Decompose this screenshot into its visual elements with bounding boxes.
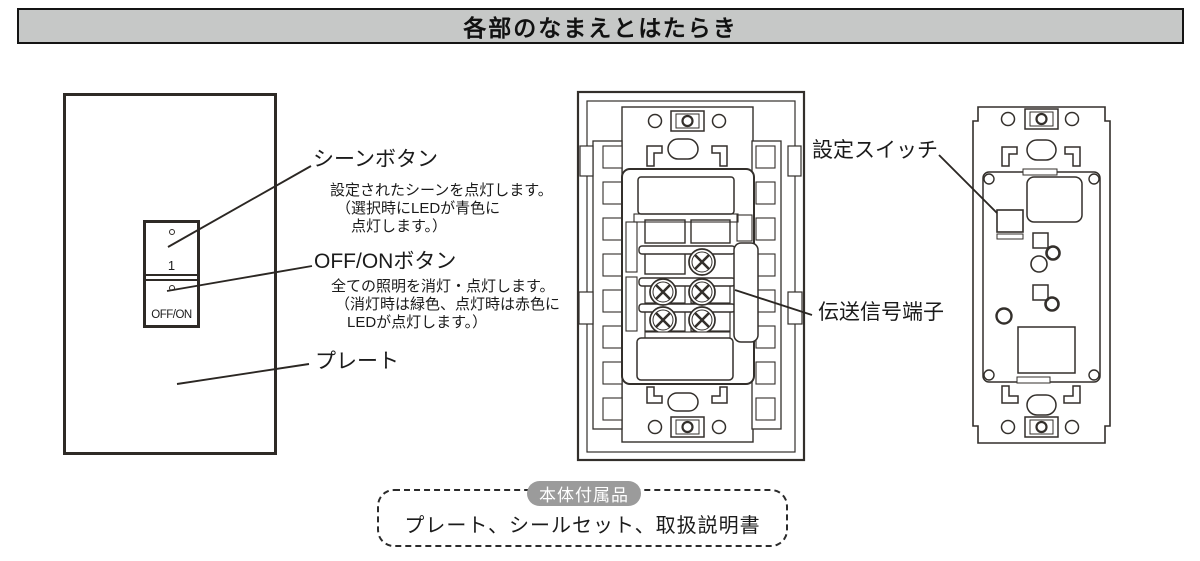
switch-panel-drawing: 1 OFF/ON (143, 220, 200, 328)
leader-lines (166, 154, 998, 385)
side-rail-left (592, 140, 623, 430)
terminal-screw-icon (688, 306, 716, 334)
desc-line: 設定されたシーンを点灯します。 (330, 182, 553, 199)
terminal-block (625, 214, 759, 343)
setting-switch-leader-line (938, 154, 998, 214)
signal-terminal-leader-line (734, 289, 813, 316)
accessories-badge: 本体付属品 (527, 481, 641, 506)
desc-line: （選択時にLEDが青色に (336, 200, 501, 217)
mounting-clips (578, 145, 803, 325)
unit-back-drawing (972, 106, 1111, 444)
offon-button-label: OFF/ON (151, 309, 192, 321)
terminal-screw-icon (649, 306, 677, 334)
desc-line: （消灯時は緑色、点灯時は赤色に (335, 296, 561, 313)
mounting-holes-bottom (647, 416, 727, 438)
scene-led-icon (168, 229, 175, 235)
section-header-bar: 各部のなまえとはたらき (17, 8, 1184, 44)
scene-button: 1 (146, 223, 197, 276)
accessories-list: プレート、シールセット、取扱説明書 (404, 515, 761, 537)
offon-button-desc: 全ての照明を消灯・点灯します。 （消灯時は緑色、点灯時は赤色に LEDが点灯しま… (331, 278, 560, 332)
side-rail-right (751, 140, 782, 430)
unit-front-drawing (576, 90, 806, 462)
mounting-holes-top (1000, 108, 1080, 130)
offon-button: OFF/ON (146, 279, 197, 325)
desc-line: 全ての照明を消灯・点灯します。 (331, 278, 555, 295)
terminal-screw-icon (688, 278, 716, 306)
terminal-screw-icon (688, 248, 716, 276)
scene-button-title: シーンボタン (313, 148, 438, 171)
terminal-screw-icons (649, 248, 716, 334)
signal-terminal-title: 伝送信号端子 (818, 301, 944, 324)
offon-button-title: OFF/ONボタン (314, 250, 457, 273)
mounting-holes-bottom (1000, 416, 1080, 438)
desc-line: 点灯します。） (351, 218, 448, 235)
mounting-holes-top (647, 110, 727, 132)
setting-switch (996, 209, 1024, 240)
scene-button-label: 1 (167, 258, 176, 273)
scene-button-desc: 設定されたシーンを点灯します。 （選択時にLEDが青色に 点灯します。） (330, 182, 553, 236)
plate-title: プレート (315, 350, 399, 373)
page-title: 各部のなまえとはたらき (463, 15, 738, 41)
setting-switch-title: 設定スイッチ (812, 139, 938, 162)
offon-led-icon (168, 285, 175, 291)
desc-line: LEDが点灯します。） (347, 314, 488, 331)
terminal-screw-icon (649, 278, 677, 306)
